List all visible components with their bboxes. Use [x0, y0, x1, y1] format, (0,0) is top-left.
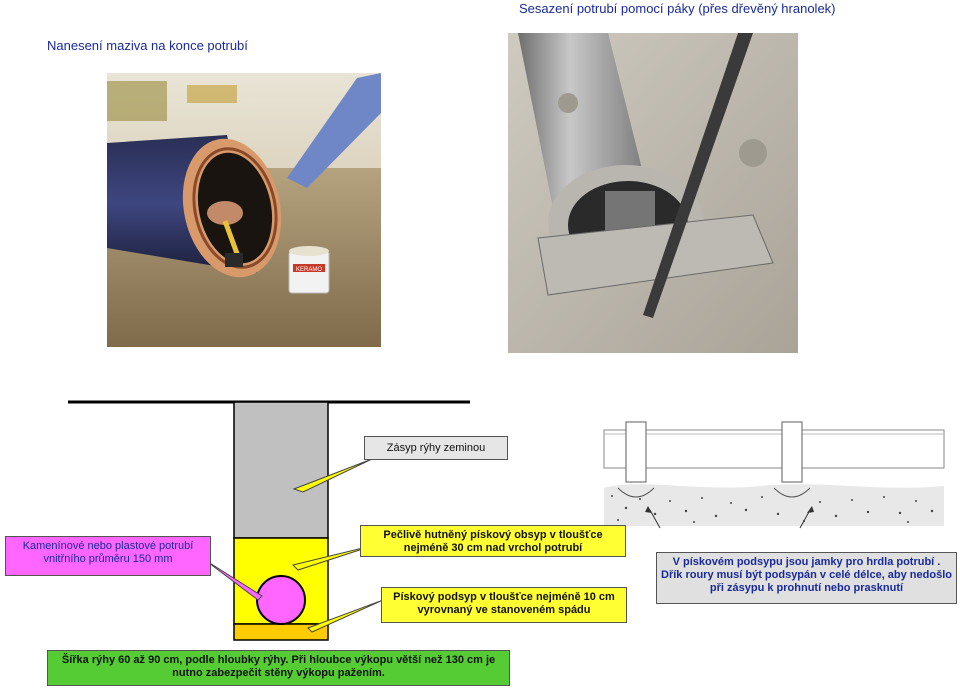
- sand-cover-pointer: [292, 544, 376, 571]
- lever-photo: [508, 33, 798, 353]
- backfill-label: Zásyp rýhy zeminou: [364, 436, 508, 460]
- sand-bed-label: Pískový podsyp v tloušťce nejméně 10 cm …: [381, 587, 627, 623]
- backfill-pointer: [292, 458, 373, 493]
- bed-pits-label: V pískovém podsypu jsou jamky pro hrdla …: [656, 552, 957, 604]
- pipe-cross-section: [256, 575, 306, 625]
- backfill-layer: [233, 401, 329, 539]
- pipe-profile-drawing: [603, 418, 954, 529]
- right-photo-title: Sesazení potrubí pomocí páky (přes dřevě…: [519, 1, 836, 16]
- sand-bed-pointer: [307, 599, 384, 633]
- sand-cover-label: Pečlivě hutněný pískový obsyp v tloušťce…: [360, 525, 626, 557]
- left-photo-title: Nanesení maziva na konce potrubí: [47, 38, 248, 53]
- pipe-pointer: [204, 559, 263, 601]
- trench-width-label: Šířka rýhy 60 až 90 cm, podle hloubky rý…: [47, 650, 510, 686]
- keramo-logo: KERAMO: [296, 267, 322, 273]
- pipe-type-label: Kamenínové nebo plastové potrubí vnitřní…: [5, 536, 211, 576]
- lubrication-photo: KERAMO: [107, 73, 381, 347]
